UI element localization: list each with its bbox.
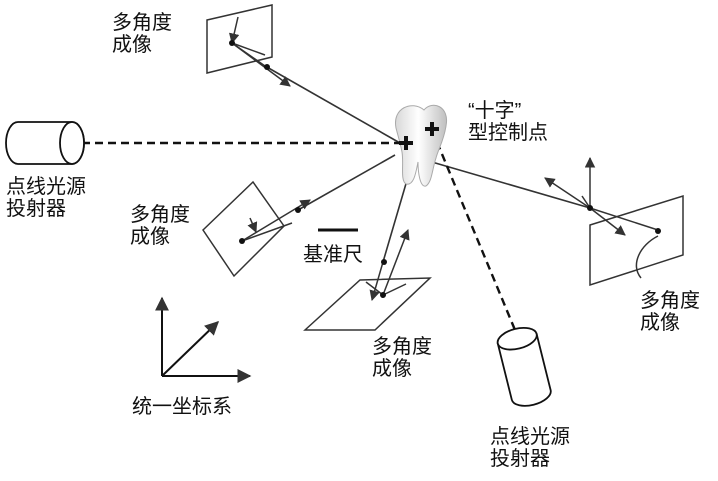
image-plane-left [203, 182, 284, 276]
label-cross-control-point: “十字” 型控制点 [468, 100, 548, 144]
camera-left [203, 182, 310, 276]
cylinder-projector-icon [495, 324, 553, 409]
ray-left-camera [298, 155, 395, 210]
label-multi-angle-bottom: 多角度 成像 [372, 336, 432, 380]
coordinate-axes-icon [162, 298, 250, 376]
ray-top-camera [265, 66, 400, 143]
label-projector-bottom: 点线光源 投射器 [490, 426, 570, 470]
label-unified-coordinate-system: 统一坐标系 [132, 396, 232, 418]
beam-bottom-projector [432, 130, 515, 330]
label-multi-angle-top: 多角度 成像 [112, 12, 172, 56]
cylinder-projector-icon [6, 122, 84, 164]
label-scale-bar: 基准尺 [303, 244, 363, 266]
label-projector-left: 点线光源 投射器 [6, 176, 86, 220]
label-multi-angle-left: 多角度 成像 [130, 204, 190, 248]
right-label-leader [636, 236, 658, 278]
image-plane-top [207, 5, 272, 73]
ray-right-camera [425, 160, 590, 208]
image-plane-bottom [305, 278, 430, 330]
camera-right [545, 158, 683, 285]
tooth-icon [395, 105, 446, 186]
label-multi-angle-right: 多角度 成像 [640, 290, 700, 334]
